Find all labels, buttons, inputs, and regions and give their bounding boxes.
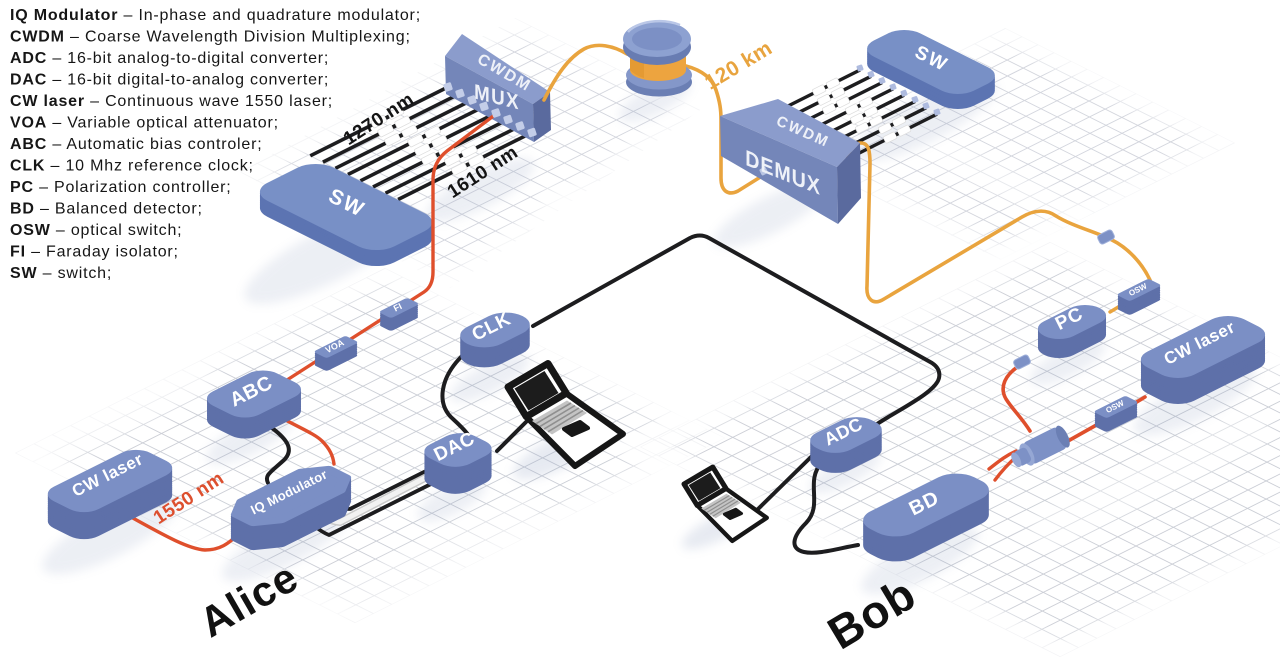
svg-text:OSW – optical switch;: OSW – optical switch; [10,222,182,239]
svg-text:IQ Modulator – In-phase and qu: IQ Modulator – In-phase and quadrature m… [10,7,421,24]
svg-text:FI – Faraday isolator;: FI – Faraday isolator; [10,244,179,261]
svg-text:FI: FI [392,301,404,314]
svg-text:CW laser – Continuous wave 155: CW laser – Continuous wave 1550 laser; [10,93,333,110]
svg-text:DAC – 16-bit digital-to-analog: DAC – 16-bit digital-to-analog converter… [10,72,329,89]
svg-text:VOA – Variable optical attenua: VOA – Variable optical attenuator; [10,115,279,132]
svg-text:BD – Balanced detector;: BD – Balanced detector; [10,201,203,218]
svg-text:ADC – 16-bit analog-to-digital: ADC – 16-bit analog-to-digital converter… [10,50,329,67]
svg-text:PC – Polarization controller;: PC – Polarization controller; [10,179,232,196]
svg-text:SW – switch;: SW – switch; [10,265,112,282]
svg-text:CLK – 10 Mhz reference clock;: CLK – 10 Mhz reference clock; [10,158,254,175]
svg-text:ABC – Automatic bias controler: ABC – Automatic bias controler; [10,136,262,153]
svg-text:CWDM – Coarse Wavelength Divis: CWDM – Coarse Wavelength Division Multip… [10,29,411,46]
